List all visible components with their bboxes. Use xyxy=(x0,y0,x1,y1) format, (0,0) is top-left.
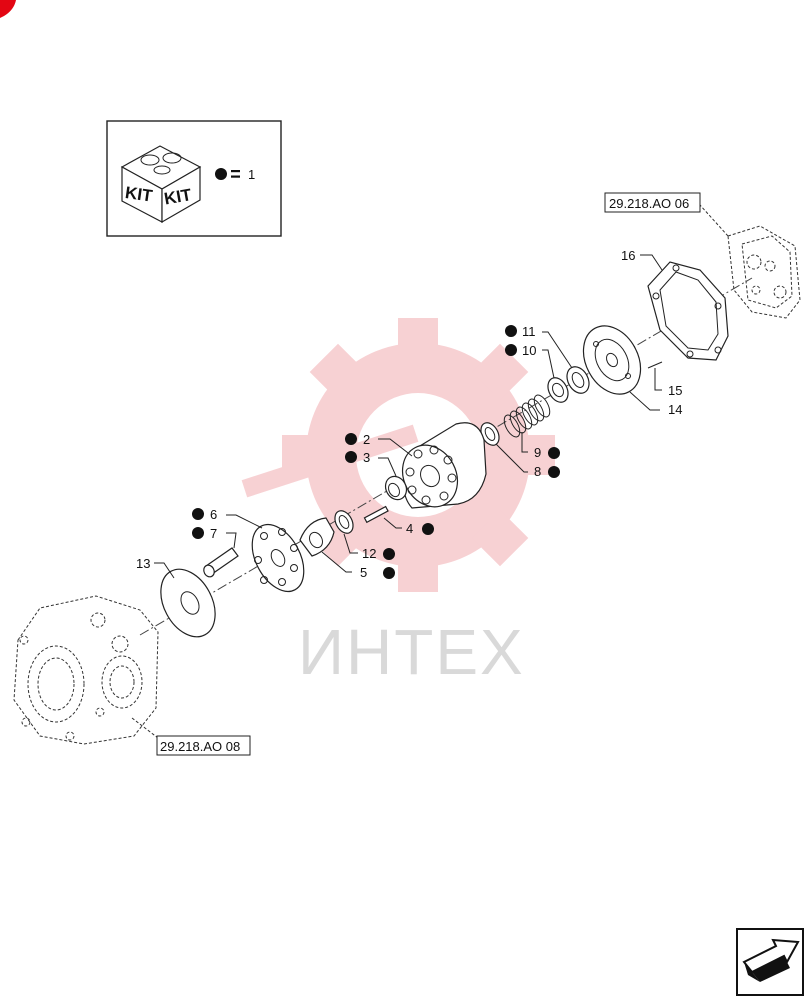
bullet-12-icon xyxy=(383,548,395,560)
callout-7: 7 xyxy=(210,526,217,541)
ref-box-bottom[interactable] xyxy=(156,735,251,756)
callout-6: 6 xyxy=(210,507,217,522)
watermark-text: ИНТЕХ xyxy=(298,616,525,688)
next-page-arrow-icon[interactable] xyxy=(742,938,800,982)
leader-9 xyxy=(521,432,528,453)
equals-sign-top xyxy=(231,170,240,173)
bullet-4-icon xyxy=(422,523,434,535)
part-14-port-plate xyxy=(582,325,642,395)
callout-15: 15 xyxy=(668,383,682,398)
leader-16 xyxy=(640,254,663,271)
kit-bullet-icon xyxy=(215,168,227,180)
ref-box-top[interactable] xyxy=(604,192,701,213)
part-6-retainer-plate xyxy=(251,523,305,593)
part-10-ring xyxy=(547,377,569,403)
leader-5 xyxy=(321,551,352,573)
bullet-9-icon xyxy=(548,447,560,459)
callout-16: 16 xyxy=(621,248,635,263)
callout-3: 3 xyxy=(363,450,370,465)
callout-8: 8 xyxy=(534,464,541,479)
bullet-5-icon xyxy=(383,567,395,579)
callout-5: 5 xyxy=(360,565,367,580)
leader-11 xyxy=(542,331,573,369)
callout-14: 14 xyxy=(668,402,682,417)
part-13-swash-plate xyxy=(160,568,216,638)
part-9-springs xyxy=(503,394,551,438)
kit-label-right: KIT xyxy=(163,185,194,209)
bullet-10-icon xyxy=(505,344,517,356)
callout-13: 13 xyxy=(136,556,150,571)
part-15-pin xyxy=(647,361,663,369)
leader-7 xyxy=(226,532,237,549)
leader-14 xyxy=(629,391,660,411)
callout-9: 9 xyxy=(534,445,541,460)
ref-link-bottom[interactable]: 29.218.AO 08 xyxy=(160,739,240,754)
kit-box-icon: KIT KIT xyxy=(120,145,202,224)
leader-2 xyxy=(378,438,413,457)
leader-8 xyxy=(495,443,528,473)
bullet-11-icon xyxy=(505,325,517,337)
leader-3 xyxy=(378,457,397,477)
part-7-piston xyxy=(203,547,239,578)
kit-legend-quantity: 1 xyxy=(248,167,255,182)
part-2-cylinder-block xyxy=(401,422,487,509)
leader-13 xyxy=(154,562,175,579)
bullet-7-icon xyxy=(192,527,204,539)
leader-6 xyxy=(226,514,263,529)
callout-11: 11 xyxy=(522,324,536,339)
bullet-8-icon xyxy=(548,466,560,478)
bullet-3-icon xyxy=(345,451,357,463)
kit-label-left: KIT xyxy=(124,183,154,206)
bullet-2-icon xyxy=(345,433,357,445)
callout-4: 4 xyxy=(406,521,413,536)
callout-12: 12 xyxy=(362,546,376,561)
valve-housing-top xyxy=(699,204,801,319)
assembly-axis-line xyxy=(139,277,753,636)
part-16-gasket xyxy=(647,261,729,361)
part-5-bushing xyxy=(299,517,335,557)
leader-10 xyxy=(542,349,555,379)
pump-housing-bottom xyxy=(13,595,159,745)
leader-4 xyxy=(383,517,402,529)
part-4-pin xyxy=(363,505,389,524)
equals-sign-bottom xyxy=(231,175,240,178)
corner-accent-mark xyxy=(0,0,16,18)
callout-10: 10 xyxy=(522,343,536,358)
leader-15 xyxy=(654,368,662,391)
leader-12 xyxy=(343,533,358,554)
bullet-6-icon xyxy=(192,508,204,520)
ref-link-top[interactable]: 29.218.AO 06 xyxy=(609,196,689,211)
callout-2: 2 xyxy=(363,432,370,447)
